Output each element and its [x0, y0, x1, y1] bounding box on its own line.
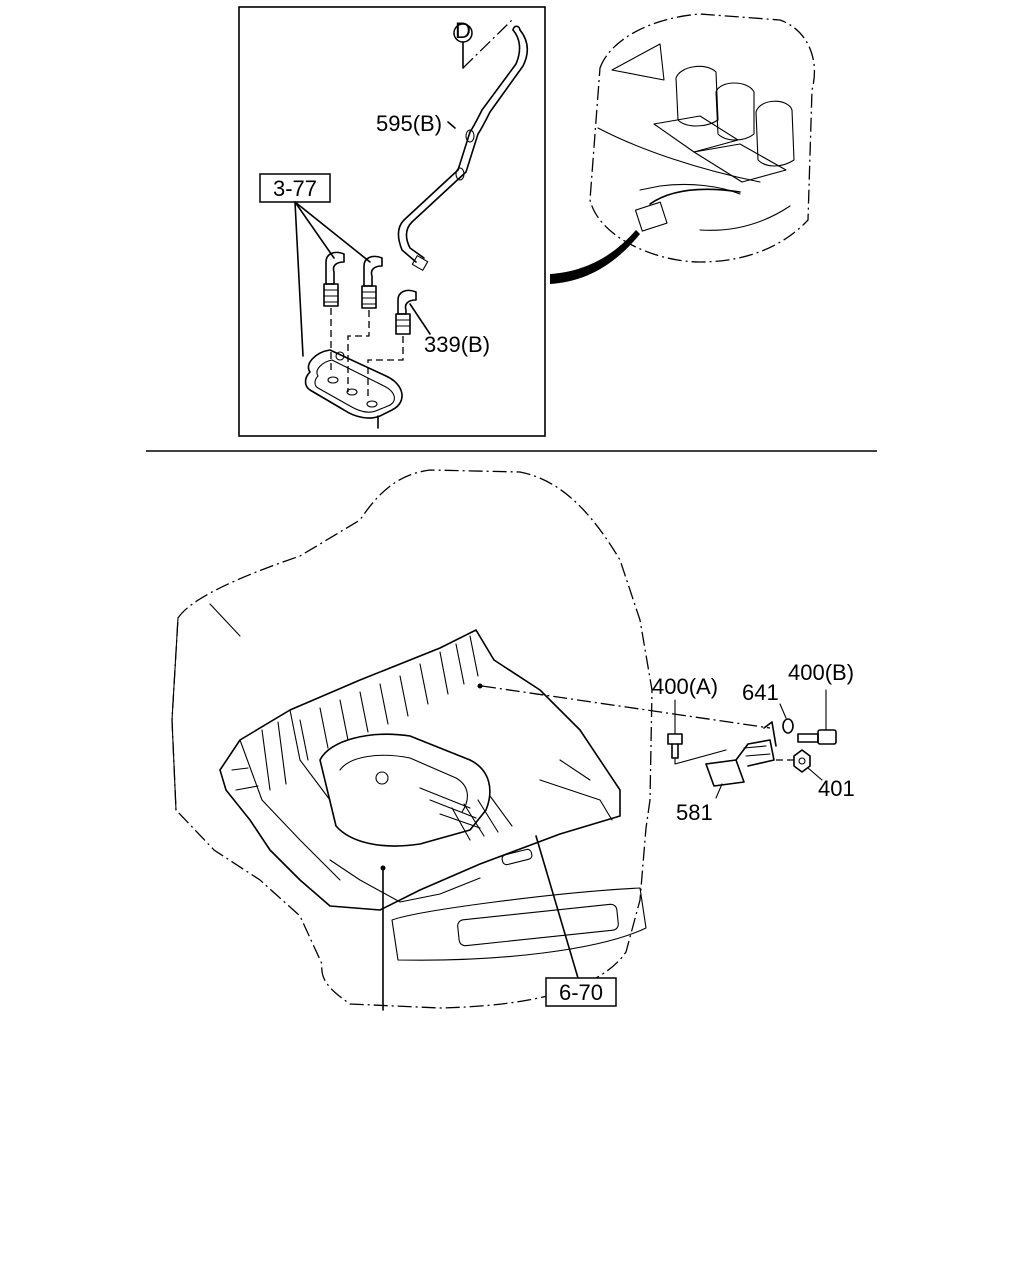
- label-washer: 641: [742, 680, 779, 705]
- ref-box-label-bottom: 6-70: [559, 980, 603, 1005]
- nut-401: [776, 749, 823, 781]
- ref-circle-d: D: [453, 18, 513, 69]
- bolt-400a: [667, 699, 727, 765]
- fitting-left: [323, 251, 345, 372]
- hose-595b: [397, 25, 529, 271]
- bolt-400b: [797, 689, 837, 745]
- label-bolt-a: 400(A): [652, 674, 718, 699]
- bracket-581: [705, 721, 777, 799]
- detail-frame: [238, 6, 546, 437]
- base-plate: [304, 349, 403, 429]
- label-elbow: 339(B): [424, 332, 490, 357]
- fitting-middle: [347, 255, 383, 392]
- label-bolt-b: 400(B): [788, 660, 854, 685]
- cab-inset: [589, 13, 816, 263]
- cab-floor-view: [171, 469, 771, 1011]
- ref-box-label-top: 3-77: [273, 176, 317, 201]
- label-hose: 595(B): [376, 111, 442, 136]
- label-nut: 401: [818, 776, 855, 801]
- ref-box-3-77: 3-77: [259, 173, 371, 357]
- washer-641: [779, 703, 794, 734]
- ref-circle-label: D: [455, 18, 471, 43]
- callout-arrow: [550, 230, 640, 284]
- top-detail-panel: D 595(B) 3-77: [238, 6, 546, 437]
- elbow-339b: [367, 289, 431, 400]
- label-bracket: 581: [676, 800, 713, 825]
- ref-box-6-70: 6-70: [545, 977, 617, 1007]
